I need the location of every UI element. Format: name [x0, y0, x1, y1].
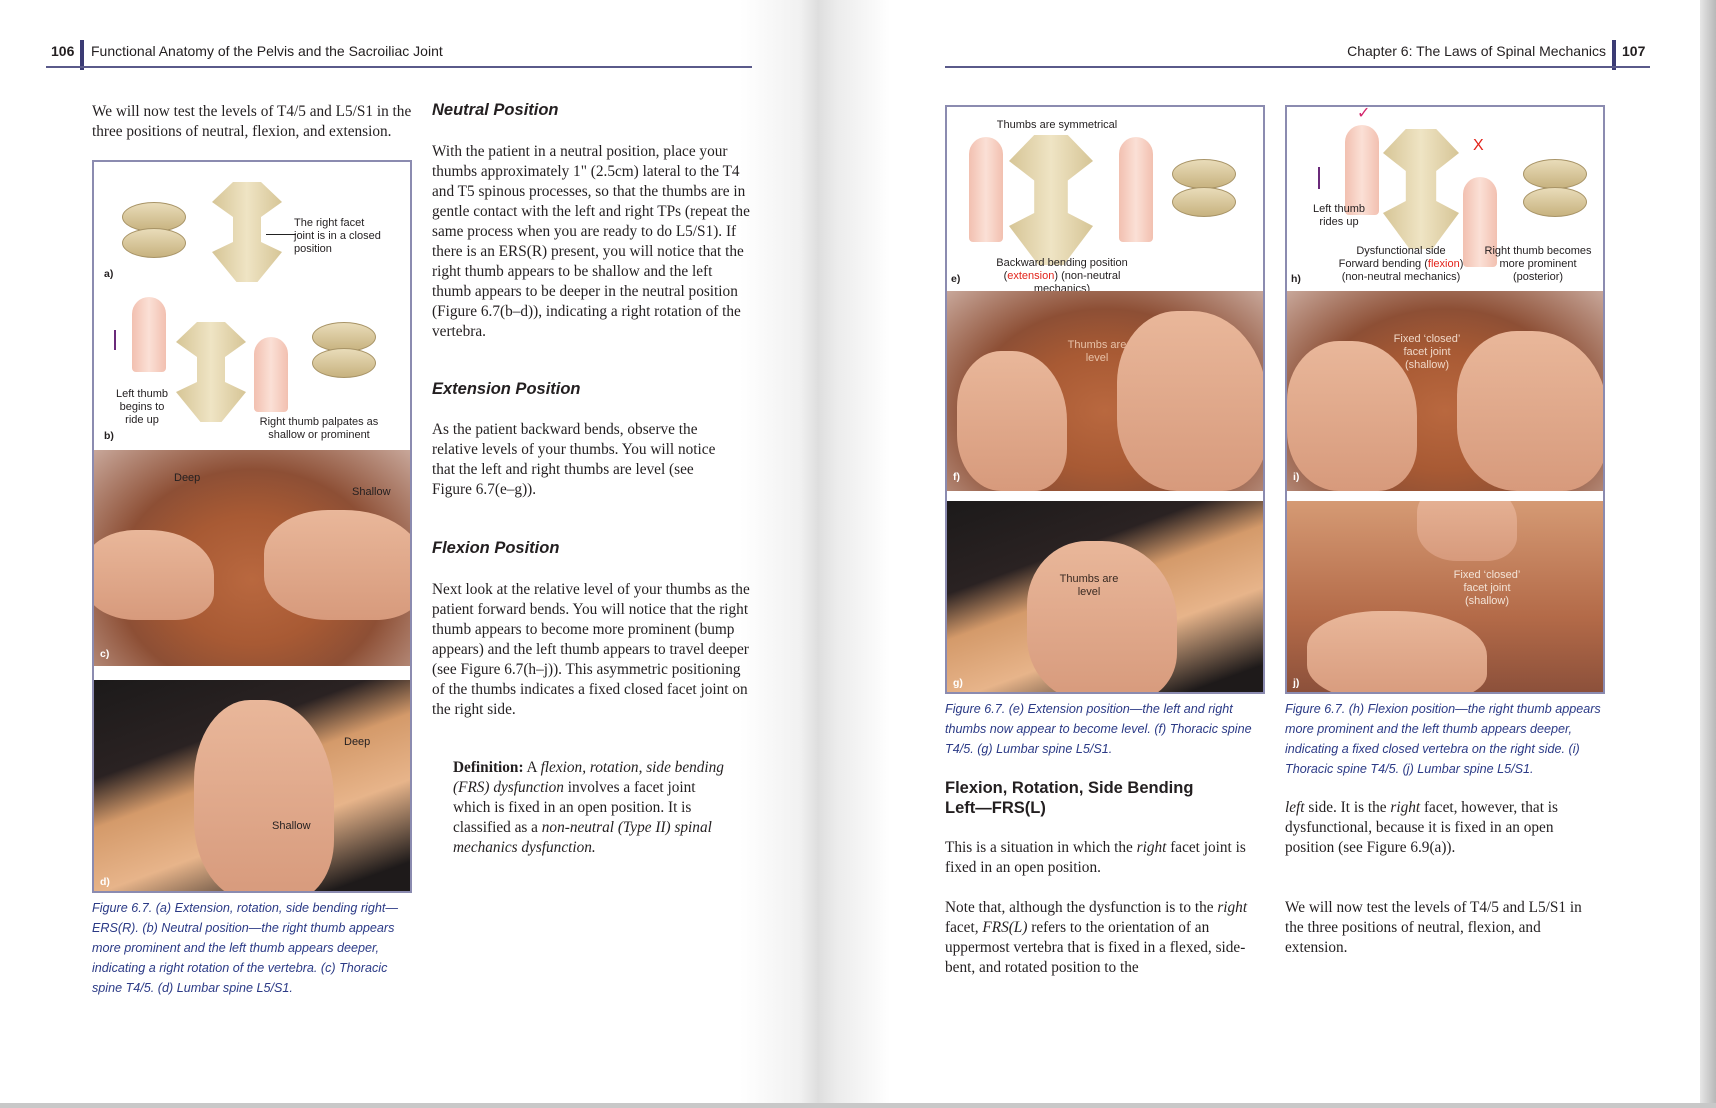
panel-label-b: b): [104, 430, 114, 442]
panel-label-h: h): [1291, 273, 1301, 285]
heading-frs-l: Flexion, Rotation, Side Bending Left—FRS…: [945, 779, 1194, 817]
photo-d-lumbar: Deep Shallow d): [94, 680, 410, 891]
arrow-up-icon: [1318, 167, 1320, 189]
definition-box: Definition: A flexion, rotation, side be…: [453, 759, 724, 856]
panel-label-e: e): [951, 273, 961, 285]
heading-flexion: Flexion Position: [432, 539, 560, 557]
figure-6-7-h-j: ✓ X Left thumb rides up Dysfunctional si…: [1285, 105, 1605, 694]
thumbs-level-note: Thumbs are level: [1067, 339, 1127, 364]
thumbs-level-note: Thumbs are level: [1059, 573, 1119, 598]
header-divider: [80, 40, 84, 70]
figure-caption-left: Figure 6.7. (a) Extension, rotation, sid…: [92, 901, 398, 995]
panel-label-g: g): [953, 677, 963, 689]
right-thumb-note: Right thumb becomes more prominent (post…: [1484, 245, 1592, 283]
panel-label-f: f): [953, 471, 960, 483]
running-head-right: Chapter 6: The Laws of Spinal Mechanics: [1347, 43, 1606, 59]
header-rule: [945, 66, 1650, 68]
check-mark-icon: ✓: [1357, 107, 1371, 122]
label-deep: Deep: [174, 472, 201, 484]
header-divider: [1612, 40, 1616, 70]
intro-paragraph: We will now test the levels of T4/5 and …: [92, 103, 412, 140]
photo-f-thoracic: Thumbs are level f): [947, 291, 1263, 491]
photo-c-thoracic: Deep Shallow c): [94, 450, 410, 666]
x-mark-icon: X: [1473, 137, 1484, 154]
book-gutter: [740, 0, 890, 1108]
page-edge-bottom: [0, 1103, 1716, 1108]
figure-6-7-e-g: Thumbs are symmetrical Backward bending …: [945, 105, 1265, 694]
frs-paragraph-1: This is a situation in which the right f…: [945, 839, 1246, 876]
panel-label-a: a): [104, 268, 114, 280]
page-number-left: 106: [51, 43, 75, 59]
label-deep: Deep: [344, 736, 371, 748]
diagram-e: Thumbs are symmetrical Backward bending …: [947, 107, 1263, 291]
left-thumb-note: Left thumb rides up: [1313, 203, 1365, 228]
label-shallow: Shallow: [352, 486, 391, 498]
arrow-up-icon: [114, 330, 116, 350]
symmetry-note: Thumbs are symmetrical: [996, 119, 1118, 131]
panel-label-i: i): [1293, 471, 1300, 483]
left-thumb-note: Left thumb begins to ride up: [116, 388, 168, 426]
panel-label-j: j): [1293, 677, 1300, 689]
photo-j-lumbar: Fixed ‘closed’ facet joint (shallow) j): [1287, 501, 1603, 692]
header-rule: [46, 66, 752, 68]
page-number-right: 107: [1622, 43, 1646, 59]
panel-label-d: d): [100, 876, 110, 888]
diagram-a-b: The right facet joint is in a closed pos…: [94, 162, 410, 448]
heading-neutral: Neutral Position: [432, 101, 559, 119]
panel-label-c: c): [100, 648, 110, 660]
neutral-paragraph: With the patient in a neutral position, …: [432, 143, 750, 340]
heading-extension: Extension Position: [432, 380, 581, 398]
running-head-left: Functional Anatomy of the Pelvis and the…: [91, 43, 443, 59]
right-thumb-note: Right thumb palpates as shallow or promi…: [259, 416, 379, 441]
figure-caption-h-j: Figure 6.7. (h) Flexion position—the rig…: [1285, 702, 1601, 776]
facet-note: The right facet joint is in a closed pos…: [294, 217, 381, 255]
extension-paragraph: As the patient backward bends, observe t…: [432, 421, 716, 498]
photo-i-thoracic: Fixed ‘closed’ facet joint (shallow) i): [1287, 291, 1603, 491]
frs-paragraph-2: Note that, although the dysfunction is t…: [945, 899, 1248, 976]
figure-6-7-a-d: The right facet joint is in a closed pos…: [92, 160, 412, 893]
frs-paragraph-3: We will now test the levels of T4/5 and …: [1285, 899, 1582, 956]
photo-g-lumbar: Thumbs are level g): [947, 501, 1263, 692]
figure-caption-e-g: Figure 6.7. (e) Extension position—the l…: [945, 702, 1252, 756]
page-edge: [1700, 0, 1716, 1108]
diagram-h: ✓ X Left thumb rides up Dysfunctional si…: [1287, 107, 1603, 291]
fixed-facet-note: Fixed ‘closed’ facet joint (shallow): [1393, 333, 1461, 371]
frs-paragraph-2-continued: left side. It is the right facet, howeve…: [1285, 799, 1558, 856]
fixed-facet-note: Fixed ‘closed’ facet joint (shallow): [1453, 569, 1521, 607]
label-shallow: Shallow: [272, 820, 311, 832]
backward-bending-note: Backward bending position(extension) (no…: [996, 257, 1128, 291]
flexion-paragraph: Next look at the relative level of your …: [432, 581, 750, 718]
